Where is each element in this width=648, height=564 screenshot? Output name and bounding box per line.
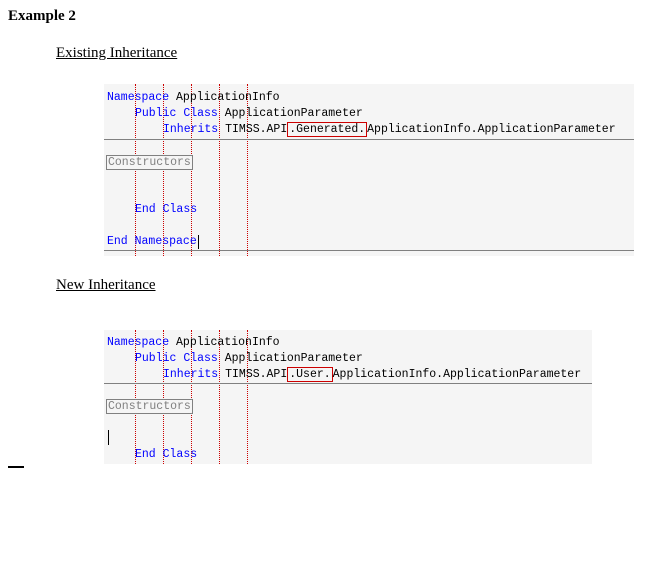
indent-guide [163, 84, 164, 256]
public-keyword: Public [135, 352, 177, 365]
indent-guide [191, 84, 192, 256]
indent-guide [247, 84, 248, 256]
inherits-suffix: ApplicationInfo.ApplicationParameter [332, 368, 582, 381]
inherits-keyword: Inherits [163, 368, 219, 381]
namespace-keyword: Namespace [107, 91, 170, 104]
indent-guide [247, 330, 248, 464]
code-line-end-class[interactable]: End Class [135, 202, 197, 218]
inherits-prefix: TIMSS.API [218, 123, 288, 136]
end-keyword: End [135, 203, 156, 216]
separator-line [104, 139, 634, 140]
class-keyword: Class [183, 352, 218, 365]
class-name: ApplicationParameter [217, 352, 363, 365]
namespace-name: ApplicationInfo [169, 91, 280, 104]
code-line-class[interactable]: Public Class ApplicationParameter [135, 106, 363, 122]
code-line-namespace[interactable]: Namespace ApplicationInfo [107, 90, 280, 106]
code-line-namespace[interactable]: Namespace ApplicationInfo [107, 335, 280, 351]
inherits-suffix: ApplicationInfo.ApplicationParameter [367, 123, 616, 136]
indent-guide [219, 330, 220, 464]
user-highlight: .User. [287, 367, 333, 382]
namespace-keyword: Namespace [107, 336, 170, 349]
separator-line [104, 383, 592, 384]
end-class-keyword: Class [162, 203, 198, 216]
page-title: Example 2 [8, 8, 76, 24]
separator-line [104, 250, 634, 251]
code-line-inherits[interactable]: Inherits TIMSS.API.User.ApplicationInfo.… [163, 367, 581, 383]
constructors-region[interactable]: Constructors [106, 399, 193, 414]
new-code-editor: Namespace ApplicationInfo Public Class A… [104, 330, 592, 464]
end-namespace-keyword: Namespace [134, 235, 197, 248]
end-keyword: End [135, 448, 156, 461]
indent-guide [135, 84, 136, 256]
public-keyword: Public [135, 107, 177, 120]
cut-off-marker [8, 466, 24, 468]
code-line-end-namespace[interactable]: End Namespace [107, 234, 197, 250]
end-class-keyword: Class [162, 448, 198, 461]
code-line-end-class[interactable]: End Class [135, 447, 197, 463]
indent-guide [191, 330, 192, 464]
namespace-name: ApplicationInfo [169, 336, 280, 349]
inherits-prefix: TIMSS.API [218, 368, 288, 381]
class-name: ApplicationParameter [217, 107, 363, 120]
indent-guide [219, 84, 220, 256]
existing-code-editor: Namespace ApplicationInfo Public Class A… [104, 84, 634, 256]
code-line-class[interactable]: Public Class ApplicationParameter [135, 351, 363, 367]
indent-guide [135, 330, 136, 464]
indent-guide [163, 330, 164, 464]
text-caret [108, 430, 109, 445]
inherits-keyword: Inherits [163, 123, 219, 136]
text-caret [198, 235, 199, 249]
existing-inheritance-heading: Existing Inheritance [56, 45, 178, 61]
new-inheritance-heading: New Inheritance [56, 277, 156, 293]
end-keyword: End [107, 235, 128, 248]
constructors-region[interactable]: Constructors [106, 155, 193, 170]
code-line-inherits[interactable]: Inherits TIMSS.API.Generated.Application… [163, 122, 616, 138]
class-keyword: Class [183, 107, 218, 120]
generated-highlight: .Generated. [287, 122, 368, 137]
